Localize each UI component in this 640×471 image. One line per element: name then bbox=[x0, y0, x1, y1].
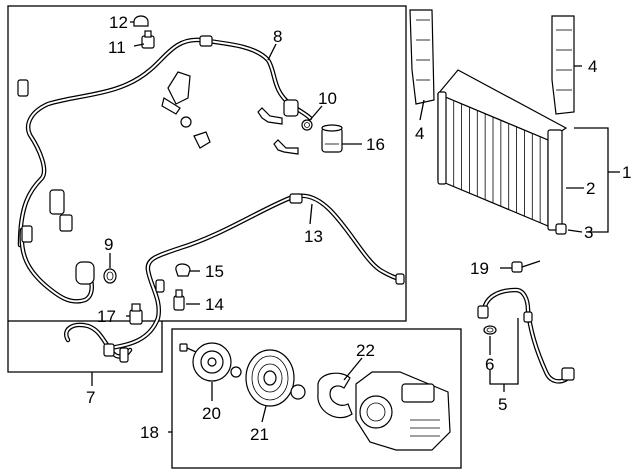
callout-7: 7 bbox=[86, 388, 95, 407]
callout-4-left: 4 bbox=[415, 124, 424, 143]
air-guide-left bbox=[409, 9, 435, 105]
hose-bracket bbox=[161, 71, 211, 149]
bolt-19 bbox=[511, 260, 541, 273]
callout-22: 22 bbox=[356, 341, 375, 360]
hose-group-box bbox=[7, 5, 407, 322]
bolts bbox=[257, 107, 299, 155]
callout-15: 15 bbox=[205, 262, 224, 281]
callout-19: 19 bbox=[470, 259, 489, 278]
callout-13: 13 bbox=[304, 227, 323, 246]
callout-labels: 12 11 8 10 16 13 9 15 14 17 7 4 4 1 2 3 … bbox=[86, 13, 631, 444]
callout-9: 9 bbox=[104, 235, 113, 254]
callout-17: 17 bbox=[97, 307, 116, 326]
callout-16: 16 bbox=[366, 135, 385, 154]
callout-10: 10 bbox=[318, 89, 337, 108]
discharge-hose[interactable] bbox=[107, 193, 405, 351]
condenser[interactable] bbox=[437, 69, 568, 231]
callout-4-right: 4 bbox=[588, 57, 597, 76]
callout-5: 5 bbox=[498, 395, 507, 414]
service-port-cap bbox=[133, 15, 149, 27]
service-valve bbox=[129, 303, 143, 325]
callout-20: 20 bbox=[202, 404, 221, 423]
clutch-hub bbox=[192, 342, 232, 382]
callout-8: 8 bbox=[273, 27, 282, 46]
liquid-tube[interactable] bbox=[477, 287, 575, 384]
lower-suction-hose[interactable] bbox=[19, 227, 94, 304]
callout-18: 18 bbox=[140, 423, 159, 442]
snap-ring bbox=[230, 366, 242, 378]
callout-6: 6 bbox=[485, 355, 494, 374]
cap-15 bbox=[175, 263, 191, 277]
field-coil bbox=[317, 372, 353, 419]
o-ring bbox=[301, 119, 313, 131]
valve-core bbox=[141, 30, 155, 49]
air-guide-right bbox=[551, 15, 575, 115]
pulley bbox=[245, 349, 295, 407]
leader-lines bbox=[91, 21, 620, 433]
hose-fittings bbox=[17, 35, 405, 363]
o-ring-9 bbox=[103, 268, 117, 284]
compressor-group-box bbox=[171, 328, 462, 469]
compressor[interactable] bbox=[355, 371, 451, 451]
clutch-bolt bbox=[179, 343, 197, 353]
hose-group-box-lower bbox=[7, 321, 163, 373]
callout-2: 2 bbox=[586, 179, 595, 198]
pressure-switch bbox=[173, 289, 185, 311]
callout-12: 12 bbox=[109, 13, 128, 32]
callout-3: 3 bbox=[584, 223, 593, 242]
callout-1: 1 bbox=[622, 163, 631, 182]
pressure-sensor bbox=[321, 124, 343, 153]
suction-hose[interactable] bbox=[17, 37, 313, 248]
callout-14: 14 bbox=[205, 295, 224, 314]
callout-21: 21 bbox=[250, 425, 269, 444]
pulley-ring bbox=[290, 384, 306, 400]
callout-11: 11 bbox=[108, 38, 126, 57]
drain-plug bbox=[555, 223, 567, 235]
o-ring-6 bbox=[483, 325, 497, 335]
